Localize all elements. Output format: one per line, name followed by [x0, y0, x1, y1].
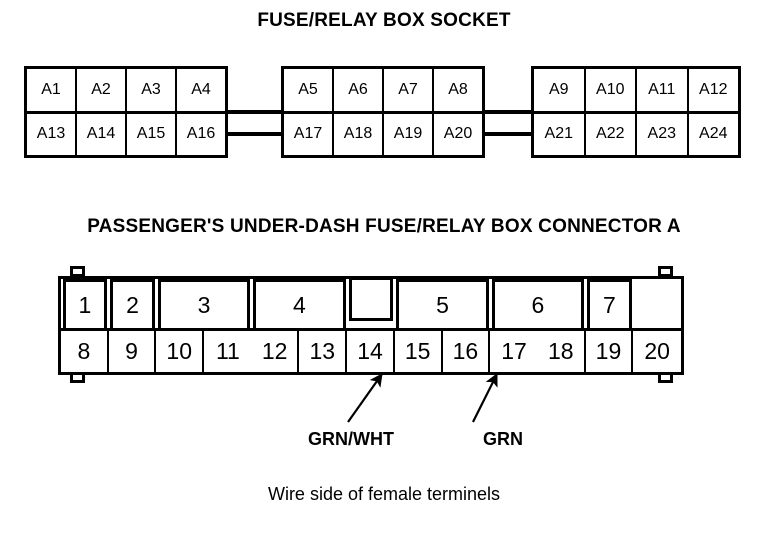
fuse-group-link-1-2 — [228, 132, 281, 136]
fuse-cell-a21[interactable]: A21 — [534, 113, 586, 155]
fuse-cell-a5[interactable]: A5 — [284, 69, 334, 111]
fuse-group-link-2-2 — [485, 132, 531, 136]
connector-pin-15[interactable]: 15 — [394, 331, 443, 372]
connector-cavity-7[interactable]: 7 — [587, 279, 632, 328]
connector-cavity-3[interactable]: 3 — [157, 279, 251, 328]
connector-pin-13[interactable]: 13 — [299, 331, 348, 372]
connector-cavity-6[interactable]: 6 — [491, 279, 585, 328]
fuse-cell-a19[interactable]: A19 — [384, 113, 434, 155]
connector-pin-11[interactable]: 11 — [204, 331, 252, 372]
connector-cavity-5[interactable]: 5 — [396, 279, 489, 328]
wire-label-grn-wht: GRN/WHT — [308, 429, 394, 449]
fuse-cell-a13[interactable]: A13 — [27, 113, 77, 155]
fuse-cell-a15[interactable]: A15 — [127, 113, 177, 155]
fuse-cell-a4[interactable]: A4 — [191, 80, 211, 98]
fuse-cell-a23[interactable]: A23 — [637, 113, 689, 155]
fuse-cell-a7[interactable]: A7 — [384, 69, 434, 111]
connector-pin-12[interactable]: 12 — [251, 331, 300, 372]
fuse-cell-a6[interactable]: A6 — [334, 69, 384, 111]
wire-label-grn: GRN — [483, 429, 523, 449]
latch-tab-bottom-right — [658, 372, 673, 383]
fuse-cell-a12[interactable]: A12 — [699, 80, 728, 98]
latch-tab-top-right — [658, 266, 673, 277]
latch-tab-bottom-left — [70, 372, 85, 383]
connector-pin-9[interactable]: 9 — [108, 331, 157, 372]
fuse-cell-a18[interactable]: A18 — [334, 113, 384, 155]
fuse-cell-a24[interactable]: A24 — [699, 125, 728, 143]
fuse-cell-a3[interactable]: A3 — [127, 69, 177, 111]
connector-cavity-2[interactable]: 2 — [110, 279, 155, 328]
connector-pin-19[interactable]: 19 — [585, 331, 634, 372]
connector-cavity-blank[interactable] — [348, 277, 394, 321]
fuse-group-link-1-1 — [228, 110, 281, 114]
connector-pin-18[interactable]: 18 — [537, 331, 586, 372]
connector-pin-8[interactable]: 8 — [61, 331, 109, 372]
fuse-cell-a16[interactable]: A16 — [186, 125, 216, 143]
fuse-cell-a22[interactable]: A22 — [586, 113, 637, 155]
page-title-connector-a: PASSENGER'S UNDER-DASH FUSE/RELAY BOX CO… — [87, 216, 681, 237]
diagram-caption: Wire side of female terminels — [267, 484, 501, 504]
fuse-cell-a9[interactable]: A9 — [534, 69, 586, 111]
fuse-cell-a17[interactable]: A17 — [284, 113, 334, 155]
connector-pin-17[interactable]: 17 — [490, 331, 538, 372]
connector-pin-20[interactable]: 20 — [633, 331, 681, 372]
connector-cavity-4[interactable]: 4 — [253, 279, 346, 328]
fuse-cell-a10[interactable]: A10 — [586, 69, 637, 111]
fuse-cell-a20[interactable]: A20 — [443, 125, 473, 143]
fuse-cell-a1[interactable]: A1 — [27, 69, 77, 111]
page-title-fuse-relay-box-socket: FUSE/RELAY BOX SOCKET — [257, 10, 511, 31]
connector-cavity-1[interactable]: 1 — [62, 279, 108, 328]
fuse-cell-a8[interactable]: A8 — [448, 80, 468, 98]
connector-pin-10[interactable]: 10 — [156, 331, 205, 372]
connector-pin-14[interactable]: 14 — [347, 331, 395, 372]
fuse-cell-a2[interactable]: A2 — [77, 69, 127, 111]
fuse-cell-a11[interactable]: A11 — [637, 69, 689, 111]
connector-pin-16[interactable]: 16 — [442, 331, 491, 372]
fuse-cell-a14[interactable]: A14 — [77, 113, 127, 155]
fuse-group-link-2-1 — [485, 110, 531, 114]
latch-tab-top-left — [70, 266, 85, 277]
